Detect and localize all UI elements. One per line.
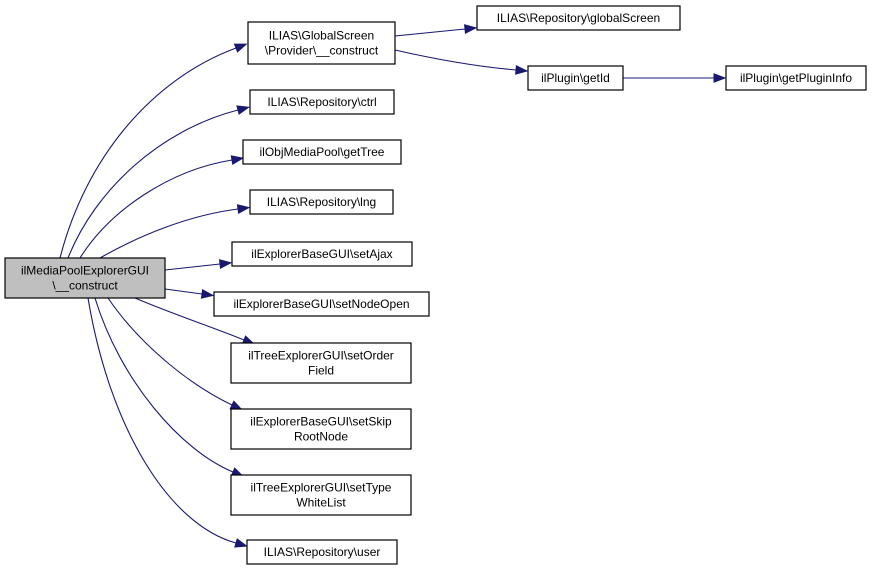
edge-gs_construct-to-repo_globalscreen bbox=[394, 24, 478, 37]
edge-root-to-repo_lng bbox=[99, 204, 251, 259]
edge-line bbox=[394, 49, 517, 71]
edge-root-to-repo_user bbox=[87, 297, 248, 548]
edge-line bbox=[94, 297, 234, 473]
node-box bbox=[230, 342, 412, 384]
node-label: ilExplorerBaseGUI\setNodeOpen bbox=[233, 297, 409, 311]
edge-line bbox=[59, 47, 237, 259]
node-label: WhiteList bbox=[296, 496, 346, 510]
edge-plugin_getid-to-plugin_getplugininfo bbox=[623, 73, 727, 83]
node-box bbox=[242, 139, 402, 165]
edge-line bbox=[87, 297, 237, 544]
node-box bbox=[476, 5, 681, 31]
edge-root-to-gs_construct bbox=[59, 43, 248, 259]
edge-arrowhead bbox=[234, 538, 248, 548]
edge-arrowhead bbox=[236, 105, 250, 115]
node-box bbox=[249, 89, 395, 115]
edge-root-to-repo_ctrl bbox=[67, 105, 250, 259]
node-label: ilExplorerBaseGUI\setSkip bbox=[250, 415, 392, 429]
edges-layer bbox=[59, 24, 727, 548]
edge-line bbox=[394, 28, 466, 37]
edge-line bbox=[79, 159, 233, 259]
edge-arrowhead bbox=[236, 204, 251, 214]
node-label: ILIAS\GlobalScreen bbox=[269, 29, 374, 43]
edge-line bbox=[164, 288, 203, 295]
node-label: Field bbox=[308, 364, 334, 378]
edge-arrowhead bbox=[713, 73, 727, 83]
node-label: ilPlugin\getPluginInfo bbox=[740, 71, 852, 85]
node-box bbox=[527, 65, 624, 91]
edge-root-to-tree_settypewhitelist bbox=[94, 297, 245, 477]
edge-arrowhead bbox=[233, 43, 248, 53]
node-label: ILIAS\Repository\globalScreen bbox=[497, 11, 660, 25]
edge-arrowhead bbox=[230, 155, 245, 165]
node-box bbox=[247, 21, 396, 65]
node-box bbox=[213, 291, 430, 317]
node-label: ilTreeExplorerGUI\setOrder bbox=[248, 349, 394, 363]
node-label: ilTreeExplorerGUI\setType bbox=[251, 481, 392, 495]
nodes-layer: ilMediaPoolExplorerGUI\__constructILIAS\… bbox=[4, 5, 867, 565]
node-repo-ctrl[interactable]: ILIAS\Repository\ctrl bbox=[249, 89, 395, 115]
edge-line bbox=[67, 109, 239, 259]
node-box bbox=[725, 65, 867, 91]
edge-arrowhead bbox=[515, 65, 529, 75]
node-label: \__construct bbox=[52, 279, 118, 293]
edge-root-to-tree_setorderfield bbox=[134, 297, 256, 345]
edge-arrowhead bbox=[200, 289, 215, 299]
edge-line bbox=[107, 297, 233, 406]
node-label: ILIAS\Repository\ctrl bbox=[267, 95, 376, 109]
edge-line bbox=[134, 297, 245, 341]
edge-root-to-explorer_setajax bbox=[164, 259, 233, 271]
node-repo-lng[interactable]: ILIAS\Repository\lng bbox=[249, 189, 394, 215]
edge-line bbox=[99, 208, 239, 259]
node-explorer-setajax[interactable]: ilExplorerBaseGUI\setAjax bbox=[231, 241, 413, 267]
edge-root-to-mediapool_gettree bbox=[79, 155, 245, 259]
node-gs-construct[interactable]: ILIAS\GlobalScreen\Provider\__construct bbox=[247, 21, 396, 65]
edge-root-to-explorer_setnodeopen bbox=[164, 288, 215, 299]
node-box bbox=[231, 241, 413, 267]
node-label: \Provider\__construct bbox=[265, 44, 379, 58]
node-label: ilPlugin\getId bbox=[541, 71, 610, 85]
node-box bbox=[230, 474, 412, 516]
node-label: ILIAS\Repository\user bbox=[264, 545, 381, 559]
node-label: ilExplorerBaseGUI\setAjax bbox=[251, 247, 392, 261]
edge-gs_construct-to-plugin_getid bbox=[394, 49, 529, 75]
edge-arrowhead bbox=[464, 24, 478, 34]
node-mediapool-gettree[interactable]: ilObjMediaPool\getTree bbox=[242, 139, 402, 165]
node-repo-globalscreen[interactable]: ILIAS\Repository\globalScreen bbox=[476, 5, 681, 31]
node-box bbox=[4, 257, 166, 299]
edge-arrowhead bbox=[218, 259, 233, 269]
edge-line bbox=[164, 263, 221, 271]
node-box bbox=[249, 189, 394, 215]
node-repo-user[interactable]: ILIAS\Repository\user bbox=[246, 539, 398, 565]
node-plugin-getid[interactable]: ilPlugin\getId bbox=[527, 65, 624, 91]
node-box bbox=[246, 539, 398, 565]
node-root[interactable]: ilMediaPoolExplorerGUI\__construct bbox=[4, 257, 166, 299]
node-label: ILIAS\Repository\lng bbox=[267, 195, 376, 209]
node-plugin-getplugininfo[interactable]: ilPlugin\getPluginInfo bbox=[725, 65, 867, 91]
node-box bbox=[230, 408, 412, 450]
node-label: ilObjMediaPool\getTree bbox=[260, 145, 385, 159]
node-label: RootNode bbox=[294, 430, 348, 444]
node-label: ilMediaPoolExplorerGUI bbox=[21, 264, 149, 278]
node-explorer-setnodeopen[interactable]: ilExplorerBaseGUI\setNodeOpen bbox=[213, 291, 430, 317]
